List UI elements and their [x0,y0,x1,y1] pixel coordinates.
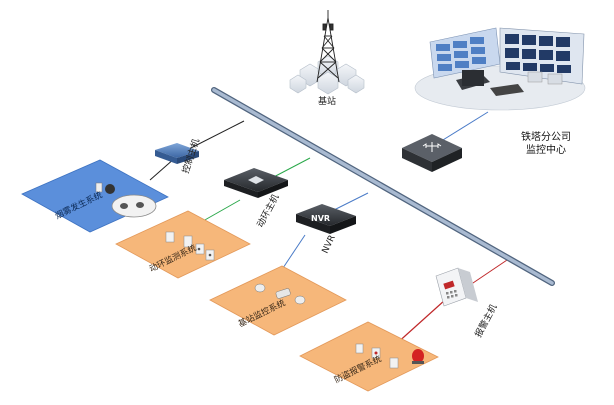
alarm-panel-icon [435,267,478,307]
camera-icons [254,283,306,305]
network-backbone [211,87,555,286]
monitoring-center: 铁塔分公司 监控中心 [414,27,586,156]
link-nvr [329,192,369,213]
nvr-recorder-icon [296,204,356,234]
monitor-center-label-line1: 铁塔分公司 [521,130,571,143]
cell-tower-icon [316,10,340,83]
control-host-icon [155,143,199,164]
nvr-device: NVR NVR [296,204,356,255]
hex-tiles [289,55,365,95]
monitor-center-label-line2: 监控中心 [526,143,566,156]
link-control-host [182,120,245,153]
station-monitor-system-panel: 基站监控系统 [209,265,347,336]
power-env-system-panel: 动环监测系统 [115,210,251,279]
monitoring-center-icon [429,27,585,96]
nvr-device-text: NVR [311,214,330,223]
base-station: 基站 [289,10,365,107]
nvr-label: NVR [321,234,338,256]
alarm-host-label: 报警主机 [472,302,500,339]
network-switch-icon [402,134,462,172]
control-host: 控制主机 [155,137,202,175]
power-env-host-icon [224,168,288,198]
power-env-host: 动环主机 [224,168,288,229]
anti-theft-system-panel: 防盗报警系统 [299,321,439,392]
link-alarm-host [469,257,511,286]
link-anti-theft [394,299,446,346]
alarm-host: 报警主机 [435,267,500,339]
sensor-icons [165,231,215,261]
alarm-sensor-icons [355,343,424,369]
smoke-system-panel: 烟雾发生系统 [21,159,169,233]
smoke-generator-icon [95,182,157,218]
base-station-label: 基站 [318,95,336,107]
link-station-monitor [282,234,306,269]
